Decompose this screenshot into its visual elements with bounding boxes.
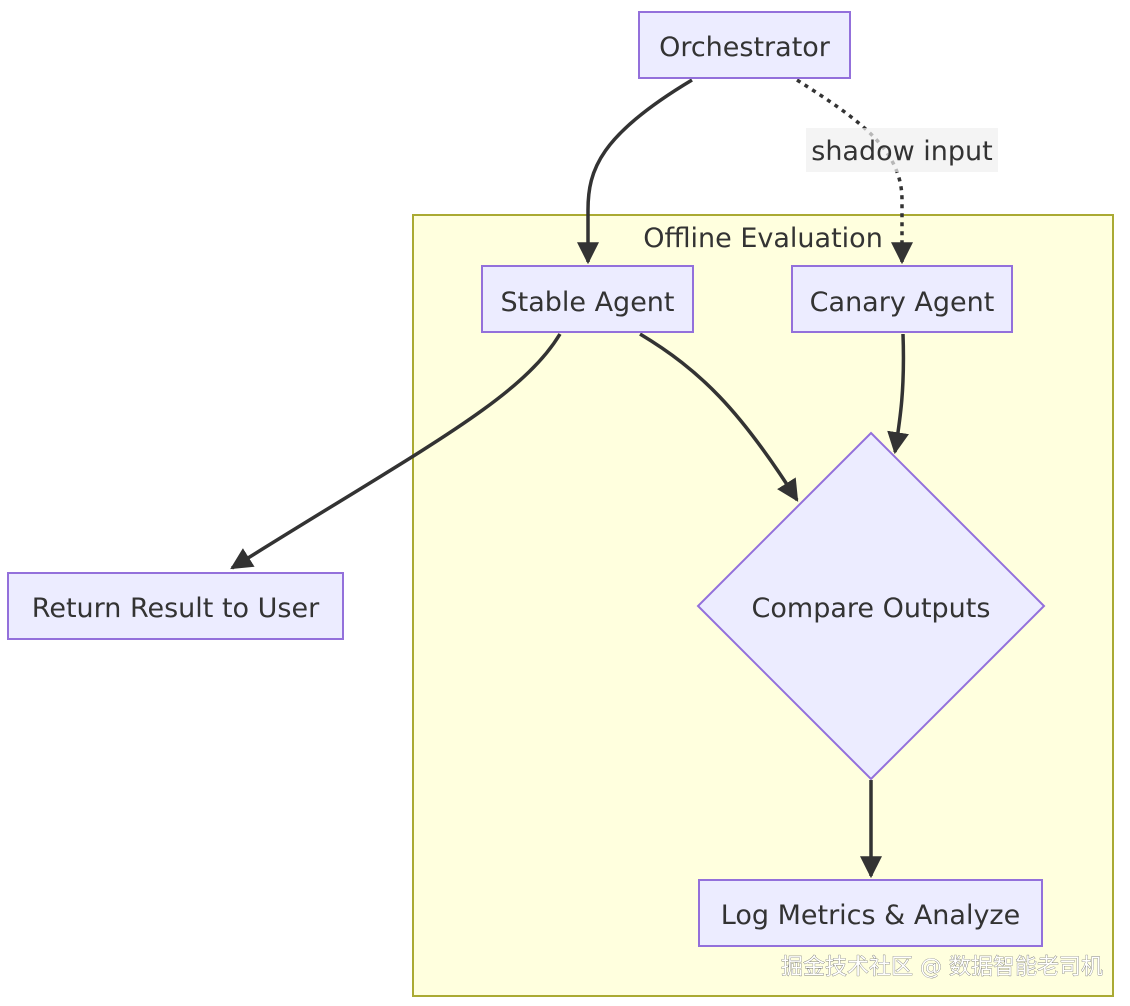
edge-stable-agent-to-return-result [230, 333, 562, 570]
node-canary-agent: Canary Agent [791, 265, 1013, 333]
node-log-metrics-label: Log Metrics & Analyze [721, 900, 1020, 931]
watermark-text: 掘金技术社区 @ 数据智能老司机 [781, 955, 1103, 980]
node-stable-agent-label: Stable Agent [500, 287, 674, 318]
shadow-input-label-text: shadow input [811, 136, 993, 167]
shadow-input-label: shadow input [806, 128, 998, 172]
node-stable-agent: Stable Agent [481, 265, 694, 333]
node-compare-outputs-label: Compare Outputs [752, 593, 991, 624]
node-return-result-label: Return Result to User [32, 593, 320, 624]
node-return-result: Return Result to User [7, 572, 344, 640]
edge-orchestrator-to-stable-agent [577, 78, 693, 265]
node-compare-outputs: Compare Outputs [696, 431, 1046, 781]
edge-canary-agent-to-compare-outputs [887, 333, 909, 455]
node-orchestrator-label: Orchestrator [659, 32, 831, 63]
cluster-title: Offline Evaluation [643, 223, 883, 254]
node-canary-agent-label: Canary Agent [810, 287, 995, 318]
node-log-metrics: Log Metrics & Analyze [698, 879, 1043, 947]
edge-stable-agent-to-compare-outputs [639, 332, 799, 502]
node-orchestrator: Orchestrator [638, 11, 851, 79]
